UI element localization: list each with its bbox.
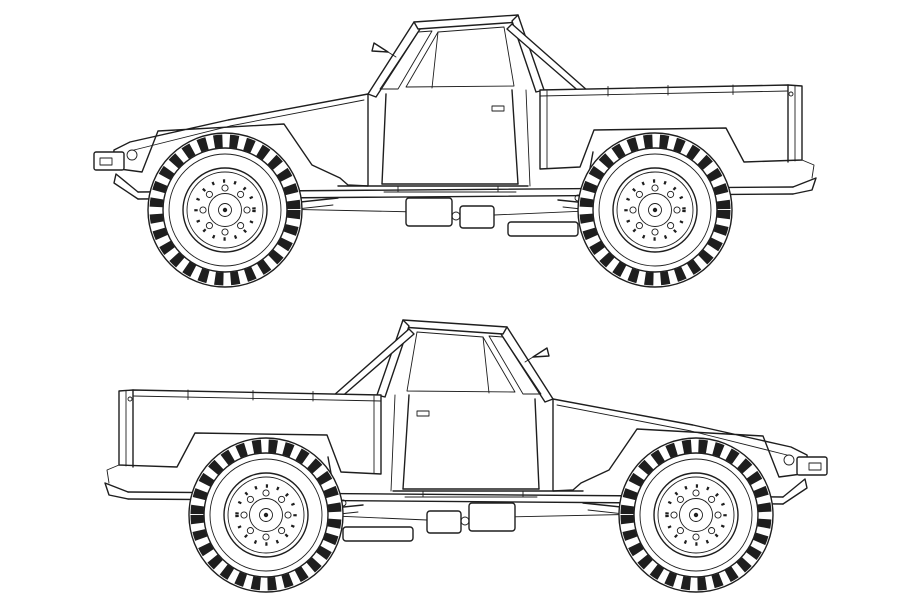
truck-drawing-top [94,15,816,287]
truck-drawing-bottom [105,320,827,592]
